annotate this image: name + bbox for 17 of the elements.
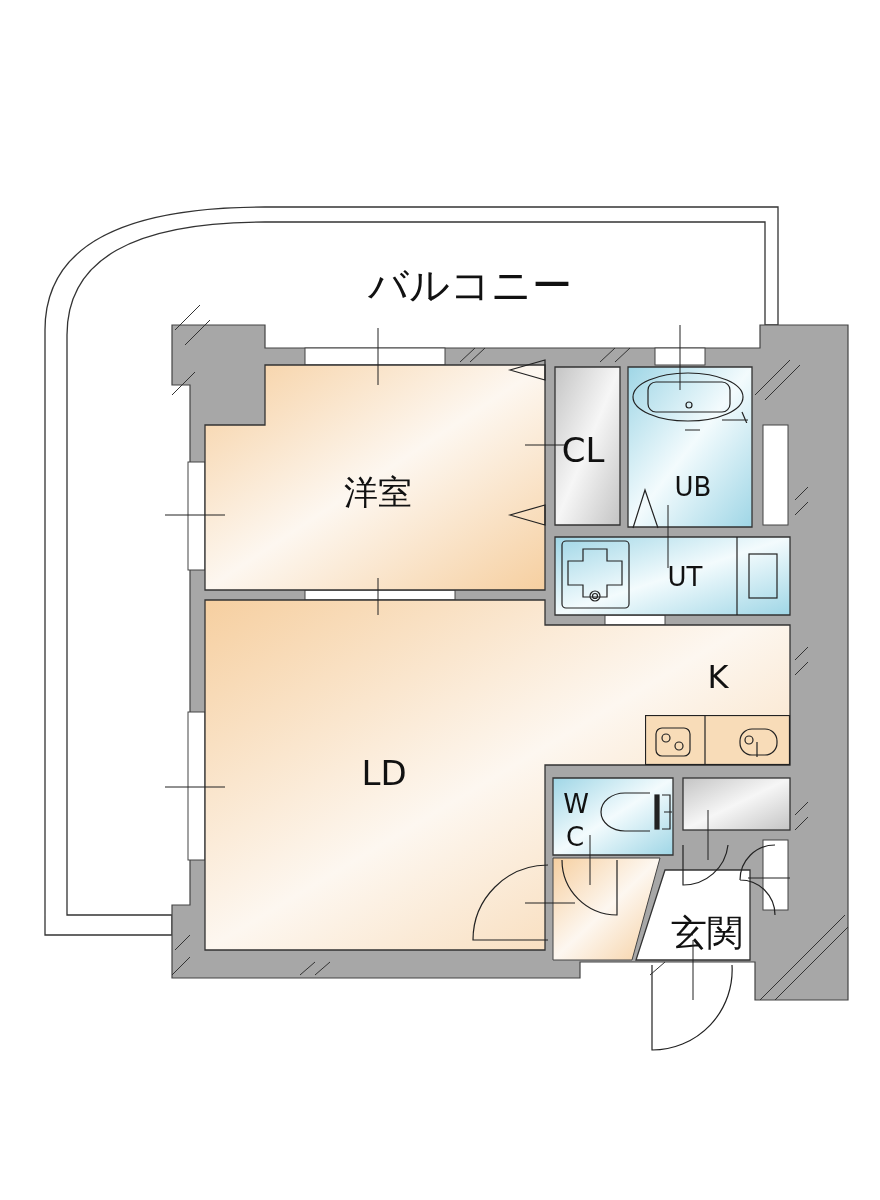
room-label: 玄関: [671, 915, 743, 951]
room-label: LD: [361, 756, 407, 790]
room-area: [555, 367, 620, 525]
room-label: W C: [563, 787, 587, 853]
room-area: [555, 537, 790, 615]
room-area: [205, 365, 545, 590]
room-label: 洋室: [344, 475, 412, 509]
room-label: UT: [667, 564, 703, 590]
room-label: UB: [674, 474, 712, 500]
room-label: K: [707, 661, 729, 693]
room-area: [553, 778, 673, 855]
room-area: [636, 870, 750, 960]
room-area: [205, 600, 790, 950]
room-label: CL: [561, 433, 605, 467]
room-label: バルコニー: [368, 265, 572, 305]
room-area: [628, 367, 752, 527]
storage-box: [683, 778, 790, 830]
